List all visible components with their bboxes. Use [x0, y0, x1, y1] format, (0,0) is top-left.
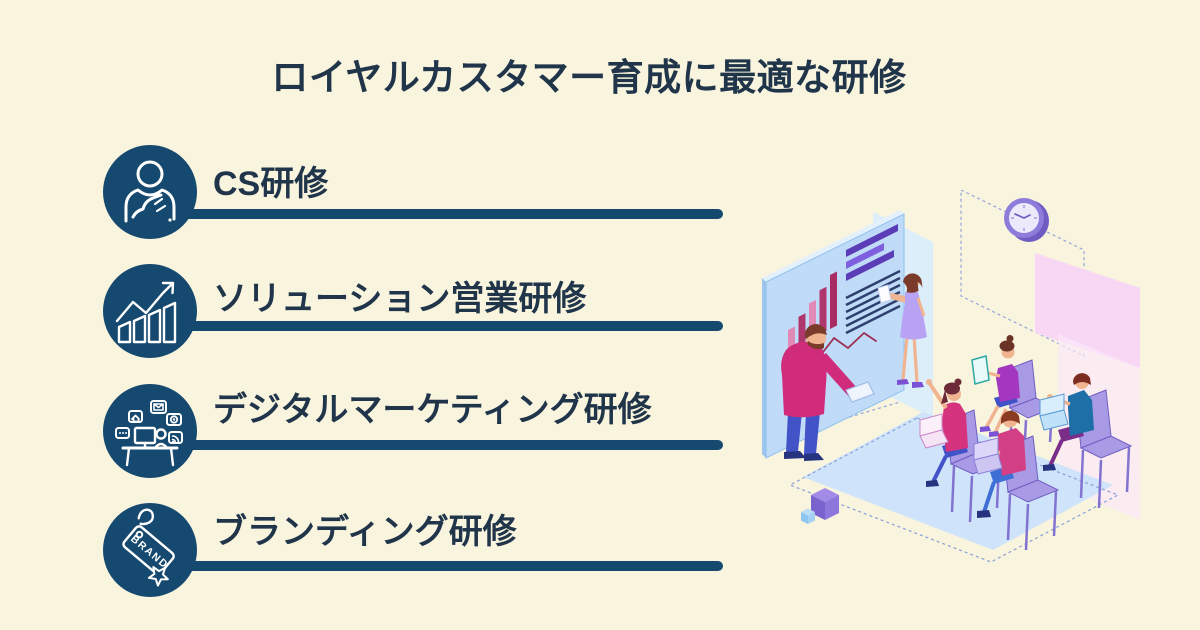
- wall-clock: [1004, 198, 1049, 242]
- presentation-board: [762, 210, 905, 459]
- training-item-digital-marketing: デジタルマーケティング研修: [103, 384, 723, 480]
- audience-laptop-man-front: [973, 410, 1060, 551]
- isometric-floor: [788, 412, 1120, 563]
- digital-marketing-desk-icon: [103, 384, 197, 478]
- item-underline: [159, 561, 723, 571]
- item-underline: [159, 321, 723, 331]
- training-seminar-illustration: [762, 190, 1140, 563]
- item-label: ブランディング研修: [213, 513, 517, 551]
- sales-growth-chart-icon: [103, 264, 197, 358]
- board-text-lines: [845, 269, 901, 335]
- decorative-cubes: [801, 488, 839, 524]
- presenter-woman: [877, 273, 927, 388]
- audience-laptop-man-right: [1039, 373, 1133, 509]
- item-underline: [159, 440, 723, 450]
- item-label: ソリューション営業研修: [213, 280, 587, 318]
- training-item-cs: CS研修: [103, 145, 723, 241]
- item-label: デジタルマーケティング研修: [213, 391, 652, 429]
- board-horizontal-bars: [846, 224, 898, 281]
- page-title: ロイヤルカスタマー育成に最適な研修: [271, 57, 907, 98]
- standing-observer-with-tablet: [781, 324, 875, 461]
- brand-tag-icon: BRAND: [103, 503, 197, 597]
- item-label: CS研修: [213, 165, 329, 203]
- audience-raising-hand-woman: [919, 378, 1003, 523]
- training-item-solution-sales: ソリューション営業研修: [103, 264, 723, 360]
- training-item-branding: BRAND ブランディング研修: [103, 503, 723, 599]
- customer-satisfaction-person-icon: [103, 145, 197, 239]
- item-underline: [159, 209, 723, 219]
